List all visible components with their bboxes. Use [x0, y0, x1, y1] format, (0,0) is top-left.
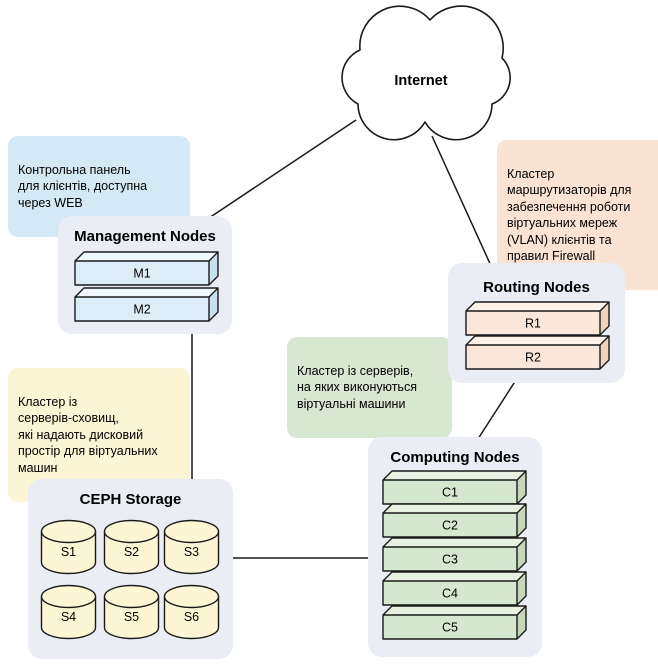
- connector-internet-management: [205, 119, 357, 221]
- internet-label: Internet: [394, 73, 447, 89]
- node-label-r2: R2: [525, 351, 541, 365]
- storage-label-s2: S2: [124, 545, 139, 559]
- connector-routing-computing: [475, 379, 517, 443]
- storage-label-s3: S3: [184, 545, 199, 559]
- storage-label-s5: S5: [124, 610, 139, 624]
- node-box-r1: R1: [465, 301, 610, 336]
- storage-cylinder-s1: S1: [40, 519, 97, 575]
- group-routing-nodes: Routing Nodes R1 R2: [448, 263, 625, 383]
- callout-computing-cluster: Кластер із серверів, на яких виконуються…: [287, 337, 452, 453]
- callout-routing-cluster-text: Кластер маршрутизаторів для забезпечення…: [507, 166, 632, 264]
- group-routing-title: Routing Nodes: [483, 279, 590, 296]
- storage-cylinder-s5: S5: [103, 584, 160, 640]
- group-management-nodes: Management Nodes M1 M2: [58, 216, 232, 334]
- node-box-c5: C5: [382, 605, 527, 640]
- storage-label-s4: S4: [61, 610, 76, 624]
- group-computing-title: Computing Nodes: [390, 449, 520, 466]
- storage-cylinder-s2: S2: [103, 519, 160, 575]
- node-label-r1: R1: [525, 317, 541, 331]
- storage-label-s6: S6: [184, 610, 199, 624]
- node-label-m2: M2: [133, 303, 150, 317]
- connector-internet-routing: [431, 135, 493, 269]
- node-box-c4: C4: [382, 571, 527, 606]
- node-box-m2: M2: [74, 287, 219, 322]
- callout-storage-cluster-text: Кластер із серверів-сховищ, які надають …: [18, 394, 158, 475]
- group-ceph-storage: CEPH Storage S1 S2 S3 S4 S5: [28, 479, 233, 659]
- callout-management-panel-text: Контрольна панель для клієнтів, доступна…: [18, 162, 148, 210]
- node-box-c1: C1: [382, 470, 527, 505]
- internet-cloud-shape: [341, 5, 511, 141]
- node-box-m1: M1: [74, 251, 219, 286]
- node-box-c2: C2: [382, 503, 527, 538]
- node-label-c2: C2: [442, 519, 458, 533]
- node-label-c1: C1: [442, 486, 458, 500]
- node-box-r2: R2: [465, 335, 610, 370]
- group-management-title: Management Nodes: [74, 228, 216, 245]
- storage-cylinder-s6: S6: [163, 584, 220, 640]
- group-computing-nodes: Computing Nodes C1 C2 C3 C4: [368, 437, 542, 657]
- callout-computing-cluster-text: Кластер із серверів, на яких виконуються…: [297, 363, 417, 411]
- node-box-c3: C3: [382, 537, 527, 572]
- node-label-c5: C5: [442, 621, 458, 635]
- storage-cylinder-s3: S3: [163, 519, 220, 575]
- node-label-c3: C3: [442, 553, 458, 567]
- node-label-c4: C4: [442, 587, 458, 601]
- storage-label-s1: S1: [61, 545, 76, 559]
- node-label-m1: M1: [133, 267, 150, 281]
- storage-cylinder-s4: S4: [40, 584, 97, 640]
- group-storage-title: CEPH Storage: [79, 491, 182, 508]
